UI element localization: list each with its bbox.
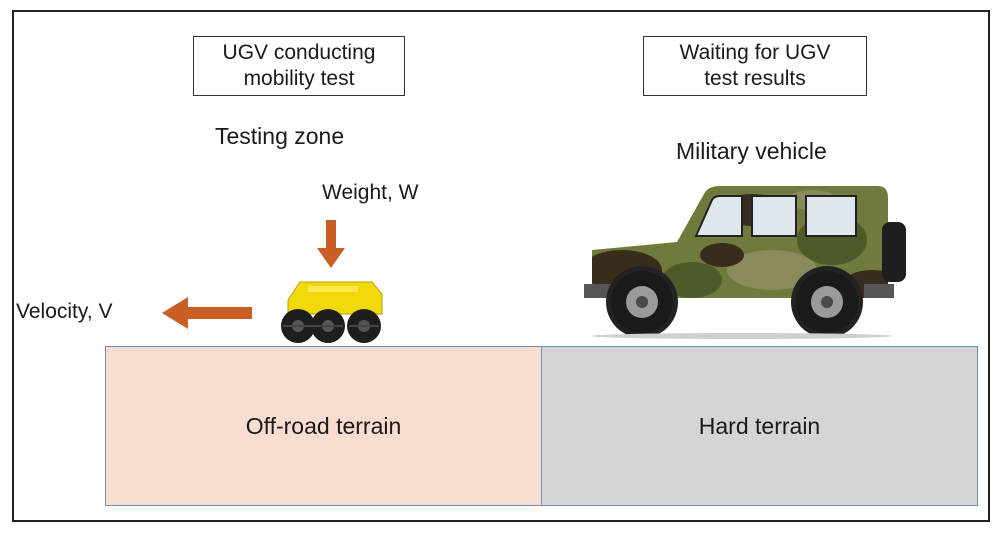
- diagram-frame: [12, 10, 990, 522]
- ugv-status-line-1: UGV conducting: [222, 41, 376, 64]
- military-vehicle-label: Military vehicle: [676, 138, 827, 164]
- vehicle-status-line-2: test results: [704, 67, 806, 90]
- testing-zone-label: Testing zone: [215, 123, 345, 149]
- velocity-arrow: [162, 297, 252, 329]
- weight-arrow: [317, 220, 345, 268]
- velocity-label: Velocity, V: [16, 300, 113, 323]
- weight-label: Weight, W: [322, 181, 419, 204]
- vehicle-status-box: Waiting for UGV test results: [643, 36, 867, 96]
- hard-terrain-label: Hard terrain: [698, 412, 821, 439]
- off-road-terrain-block: Off-road terrain: [105, 346, 542, 506]
- off-road-terrain-label: Off-road terrain: [245, 412, 402, 439]
- ugv-status-line-2: mobility test: [243, 67, 355, 90]
- hard-terrain-block: Hard terrain: [541, 346, 978, 506]
- ugv-status-box: UGV conducting mobility test: [193, 36, 405, 96]
- ugv-robot-illustration: [281, 281, 383, 343]
- vehicle-status-line-1: Waiting for UGV: [679, 41, 831, 64]
- military-vehicle-illustration: [584, 186, 906, 339]
